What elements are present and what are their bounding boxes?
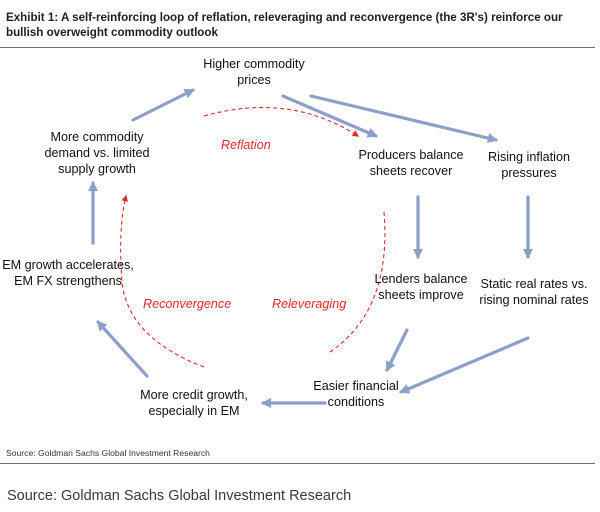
arrow-demand-to-prices xyxy=(131,88,195,122)
label-reconvergence: Reconvergence xyxy=(143,297,232,311)
bottom-divider xyxy=(0,463,595,464)
node-static-real-rates: Static real rates vs. rising nominal rat… xyxy=(479,277,589,307)
title-divider xyxy=(0,47,595,48)
arrow-prices-to-inflation xyxy=(309,94,498,144)
label-releveraging: Releveraging xyxy=(272,297,347,311)
loop-arc-releveraging xyxy=(329,211,386,353)
node-higher-commodity-prices: Higher commodity prices xyxy=(203,57,305,87)
node-lenders-balance-sheets: Lenders balance sheets improve xyxy=(374,272,468,302)
source-note: Source: Goldman Sachs Global Investment … xyxy=(6,448,210,458)
source-caption: Source: Goldman Sachs Global Investment … xyxy=(7,488,352,504)
arrow-credit-to-emgrowth xyxy=(96,320,149,378)
node-em-growth: EM growth accelerates, EM FX strengthens xyxy=(2,258,134,288)
arrow-prices-to-producers xyxy=(281,94,378,138)
loop-arc-reflation xyxy=(203,107,360,137)
node-more-credit-growth: More credit growth, especially in EM xyxy=(140,388,248,418)
node-rising-inflation: Rising inflation pressures xyxy=(488,150,570,180)
label-reflation: Reflation xyxy=(221,138,271,152)
node-producers-balance-sheets: Producers balance sheets recover xyxy=(358,148,464,178)
arrow-lenders-to-easier xyxy=(385,328,409,372)
node-more-commodity-demand: More commodity demand vs. limited supply… xyxy=(44,130,150,176)
exhibit-title: Exhibit 1: A self-reinforcing loop of re… xyxy=(6,11,563,39)
node-easier-financial-conditions: Easier financial conditions xyxy=(313,379,399,409)
arrow-static-to-easier xyxy=(399,336,530,394)
